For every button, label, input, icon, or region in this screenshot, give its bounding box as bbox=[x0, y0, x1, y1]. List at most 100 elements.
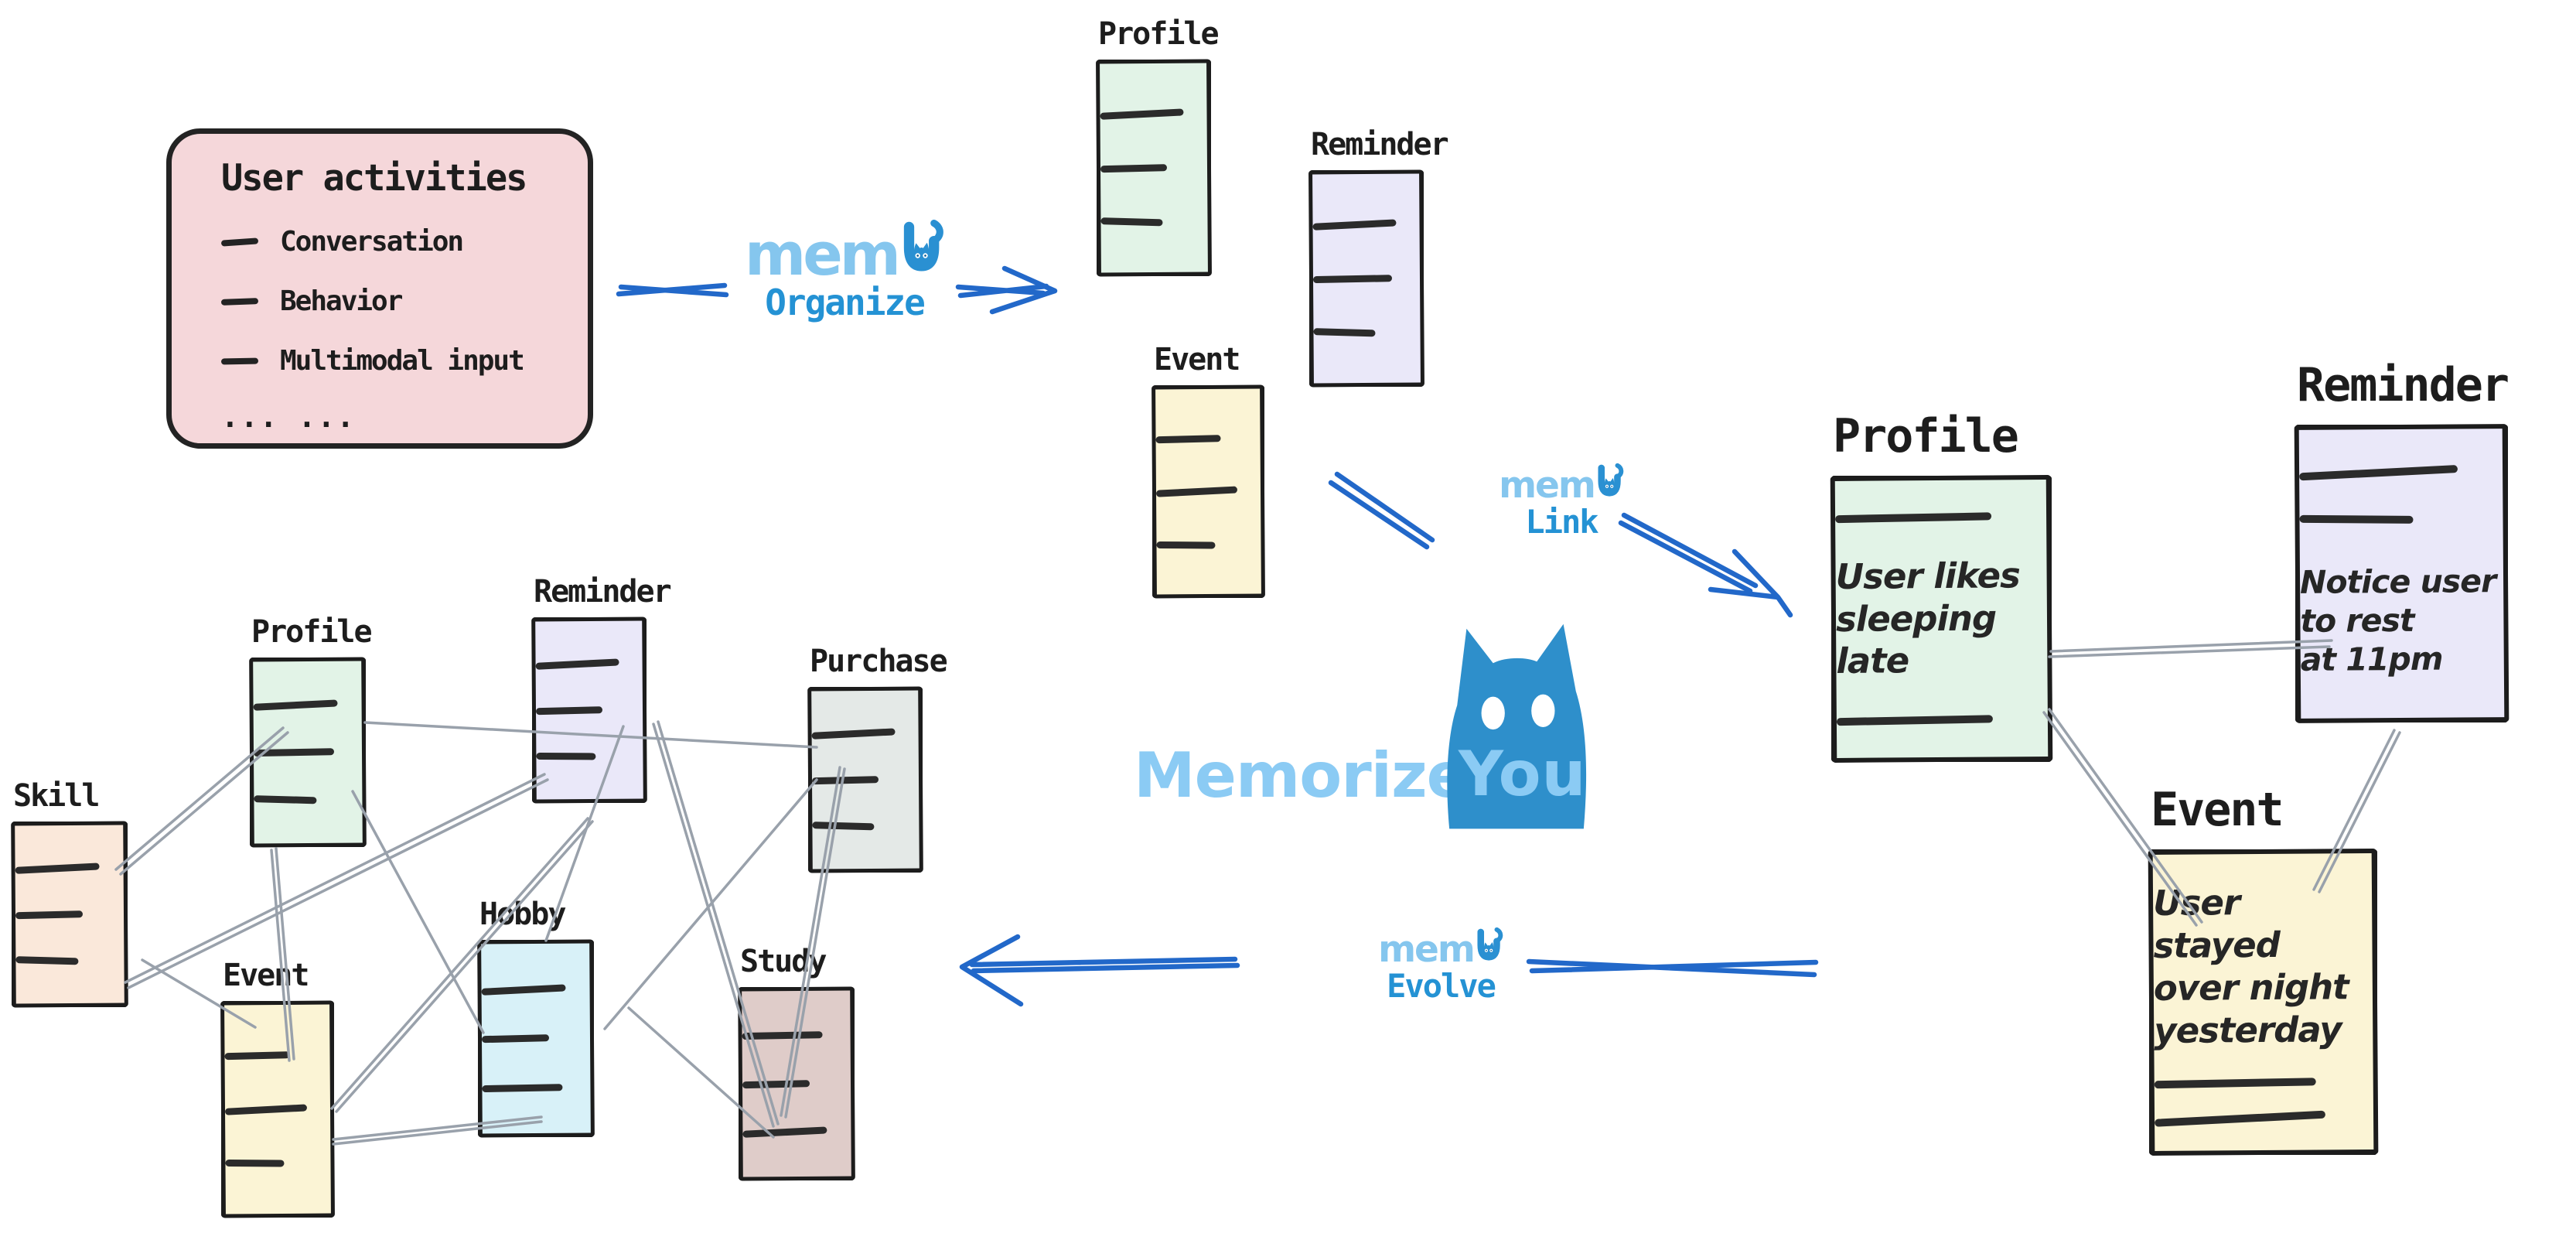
text-line bbox=[225, 1160, 285, 1167]
memu-u-cat-icon bbox=[1598, 463, 1624, 497]
text-line bbox=[1155, 434, 1221, 443]
doc-sheet-front bbox=[1096, 59, 1212, 277]
stack-label: Reminder bbox=[534, 574, 672, 610]
stack-label: Reminder bbox=[1311, 127, 1449, 162]
stack-label: Event bbox=[223, 958, 309, 993]
memu-wordmark-text: mem bbox=[1499, 464, 1596, 507]
memu-wordmark: mem bbox=[1378, 925, 1503, 972]
memu-wordmark: mem bbox=[745, 217, 944, 289]
activity-label: Behavior bbox=[280, 285, 403, 317]
cat-mascot-icon bbox=[1447, 623, 1587, 829]
text-line bbox=[1835, 512, 1992, 524]
activity-row-conversation: Conversation bbox=[220, 226, 588, 258]
memu-wordmark-text: mem bbox=[745, 219, 901, 289]
step-label-evolve: Evolve bbox=[1387, 967, 1496, 1005]
text-line bbox=[1312, 219, 1397, 231]
memu-u-cat-icon bbox=[903, 219, 943, 272]
doc-sheet-front bbox=[807, 686, 923, 873]
you-text: You bbox=[1459, 738, 1587, 810]
text-line bbox=[1313, 328, 1376, 337]
stack-label: Hobby bbox=[479, 897, 566, 932]
text-line bbox=[1155, 486, 1238, 497]
user-activities-title: User activities bbox=[221, 157, 527, 200]
memu-wordmark-text: mem bbox=[1378, 928, 1476, 972]
stack-label: Skill bbox=[13, 778, 100, 814]
step-label-link: Link bbox=[1525, 503, 1598, 541]
memory-note: User likes sleeping late bbox=[1835, 554, 2020, 682]
text-line bbox=[1100, 163, 1167, 173]
link-profile-reminder bbox=[2048, 639, 2333, 658]
stack-label: Reminder bbox=[2297, 358, 2509, 412]
doc-sheet-front bbox=[11, 821, 128, 1008]
text-line bbox=[536, 753, 596, 760]
text-line bbox=[254, 795, 317, 804]
doc-sheet-front bbox=[220, 1000, 335, 1218]
text-line bbox=[481, 1034, 549, 1044]
activity-label: Conversation bbox=[280, 226, 464, 258]
memorize-you-wordmark: Memorize You bbox=[1131, 617, 1610, 834]
arrow-activities-to-organize bbox=[616, 282, 729, 298]
doc-sheet-front bbox=[249, 657, 367, 848]
arrow-organize-to-memories bbox=[955, 265, 1058, 315]
text-line bbox=[1156, 541, 1216, 548]
text-line bbox=[742, 1079, 810, 1088]
stack-label: Profile bbox=[251, 614, 373, 650]
stack-label: Event bbox=[2151, 783, 2284, 837]
text-line bbox=[742, 1126, 827, 1138]
memu-link-logo: mem Link bbox=[1457, 461, 1666, 541]
text-line bbox=[224, 1103, 308, 1115]
activity-row-multimodal: Multimodal input bbox=[220, 345, 588, 377]
stack-label: Event bbox=[1154, 342, 1240, 377]
doc-sheet-front bbox=[531, 617, 647, 804]
memory-note: User stayed over night yesterday bbox=[2152, 882, 2349, 1051]
text-line bbox=[2298, 464, 2458, 481]
text-line bbox=[481, 983, 566, 996]
dash-icon bbox=[220, 297, 259, 306]
text-line bbox=[2154, 1110, 2325, 1127]
stack-label: Purchase bbox=[810, 644, 948, 679]
link-profile-hobby bbox=[351, 790, 485, 1034]
doc-sheet-front: User likes sleeping late bbox=[1830, 475, 2053, 763]
text-line bbox=[811, 775, 879, 784]
text-line bbox=[1312, 274, 1393, 283]
arrow-evolve-to-network bbox=[959, 934, 1240, 1007]
memu-u-cat-icon bbox=[1477, 927, 1503, 961]
text-line bbox=[2299, 515, 2414, 524]
text-line bbox=[15, 863, 100, 874]
doc-sheet-front: User stayed over night yesterday bbox=[2148, 848, 2379, 1156]
text-line bbox=[224, 1050, 290, 1060]
memu-organize-logo: mem Organize bbox=[736, 217, 953, 323]
arrow-memories-to-link bbox=[1328, 471, 1435, 550]
stack-label: Study bbox=[740, 944, 827, 979]
stack-label: Profile bbox=[1098, 16, 1220, 52]
text-line bbox=[482, 1083, 563, 1092]
activity-row-behavior: Behavior bbox=[220, 285, 588, 317]
memu-evolve-logo: mem Evolve bbox=[1367, 925, 1514, 1005]
doc-sheet-front bbox=[1308, 169, 1424, 388]
text-line bbox=[1100, 108, 1184, 120]
text-line bbox=[1100, 217, 1163, 227]
dash-icon bbox=[220, 237, 259, 247]
text-line bbox=[535, 658, 619, 670]
line-linked-memories-to-evolve bbox=[1526, 958, 1819, 978]
text-line bbox=[15, 956, 79, 965]
dash-icon bbox=[220, 357, 259, 364]
doc-sheet-front: Notice user to rest at 11pm bbox=[2294, 424, 2509, 723]
text-line bbox=[1836, 714, 1994, 726]
text-line bbox=[535, 705, 602, 715]
activity-more-ellipsis: ... ... bbox=[221, 400, 357, 434]
memorize-text: Memorize bbox=[1134, 740, 1469, 811]
text-line bbox=[15, 910, 83, 919]
text-line bbox=[742, 1031, 823, 1040]
memory-note: Notice user to rest at 11pm bbox=[2299, 562, 2496, 679]
text-line bbox=[2154, 1078, 2317, 1089]
user-activities-box: User activities Conversation Behavior Mu… bbox=[166, 128, 593, 449]
doc-sheet-front bbox=[1152, 384, 1265, 599]
doc-sheet-front bbox=[477, 939, 595, 1138]
text-line bbox=[812, 822, 875, 831]
step-label-organize: Organize bbox=[765, 282, 926, 323]
memu-wordmark: mem bbox=[1499, 461, 1624, 507]
text-line bbox=[253, 699, 338, 711]
text-line bbox=[253, 748, 334, 757]
doc-sheet-front bbox=[738, 986, 855, 1181]
